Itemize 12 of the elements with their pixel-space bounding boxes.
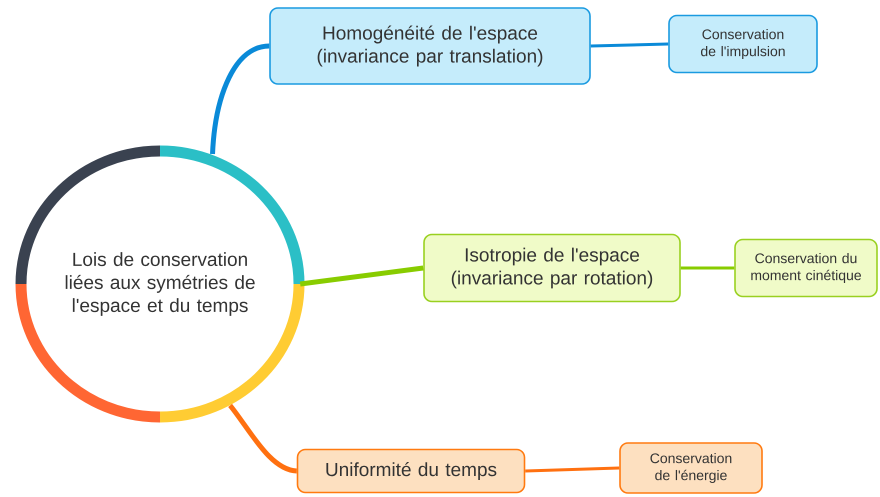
topic-box: Conservation de l'impulsion [668, 14, 818, 74]
topic-box: Homogénéité de l'espace (invariance par translation) [269, 7, 591, 85]
connector-line [590, 42, 668, 48]
connector-line [300, 266, 424, 286]
connector-line [680, 266, 734, 270]
connector-line [210, 44, 270, 154]
topic-box: Isotropie de l'espace (invariance par rotation) [423, 234, 681, 302]
topic-box: Conservation de l'énergie [619, 442, 763, 494]
connector-line [525, 466, 620, 472]
connector-line [228, 404, 298, 474]
topic-box: Uniformité du temps [296, 448, 526, 494]
topic-box: Conservation du moment cinétique [734, 238, 878, 298]
